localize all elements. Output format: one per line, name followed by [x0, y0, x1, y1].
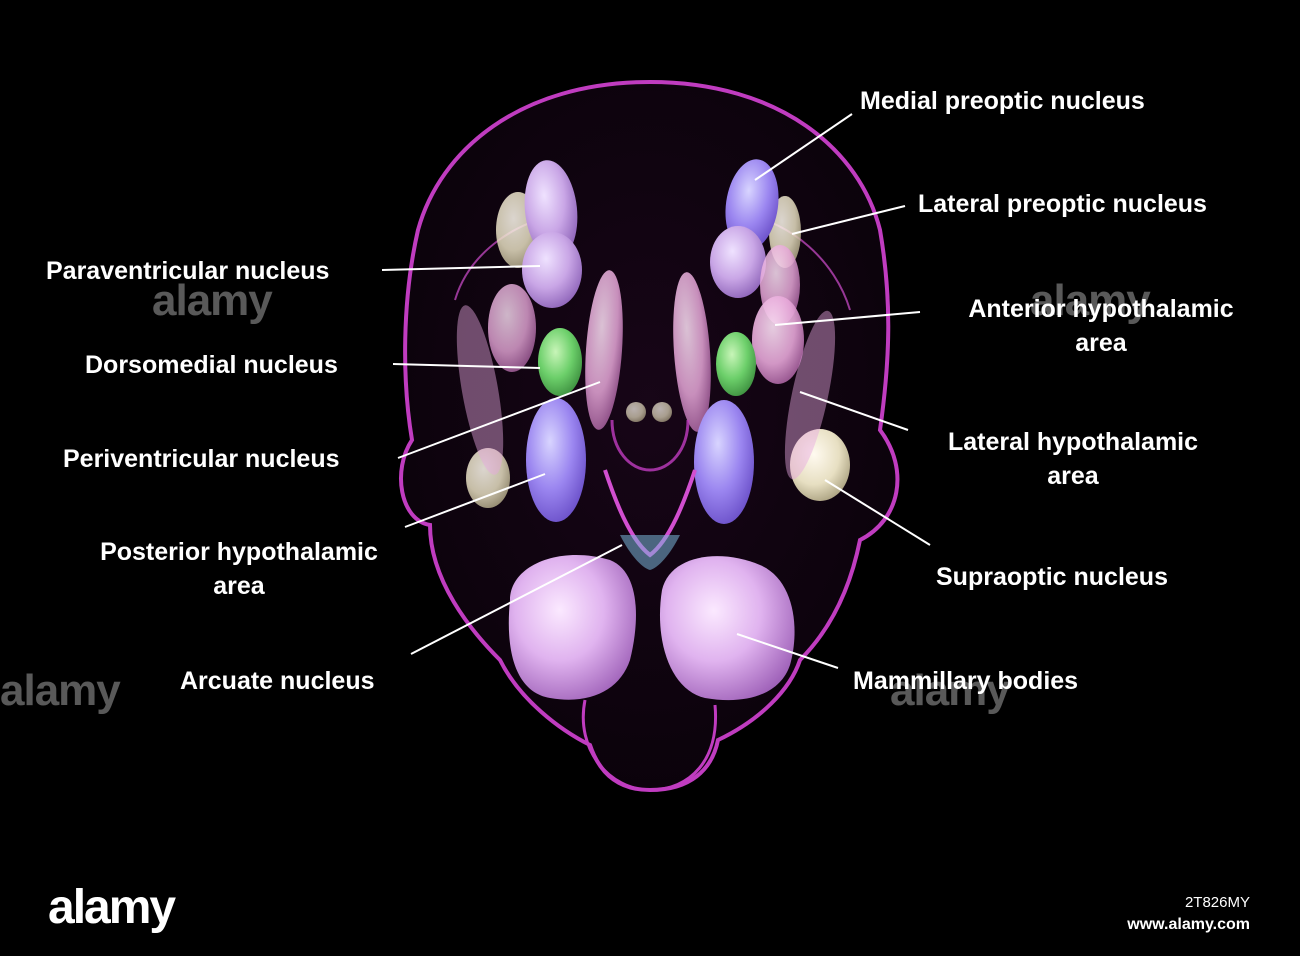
mammillary-body-left — [508, 554, 636, 700]
paraventricular-left — [522, 232, 582, 308]
mammillary-body-right — [659, 556, 795, 701]
label-lateral-hypothalamic: Lateral hypothalamic area — [920, 425, 1226, 493]
central-node-right — [652, 402, 672, 422]
label-periventricular: Periventricular nucleus — [63, 445, 340, 473]
posterior-hypothalamic-right — [694, 400, 754, 524]
central-u — [610, 419, 690, 472]
leader-paraventricular — [381, 265, 541, 271]
label-posterior-hypothalamic-line1: Posterior hypothalamic — [100, 538, 378, 566]
leader-supraoptic — [824, 479, 931, 546]
anterior-hypothalamic-right — [752, 296, 804, 384]
label-dorsomedial: Dorsomedial nucleus — [85, 351, 338, 379]
label-medial-preoptic: Medial preoptic nucleus — [860, 87, 1145, 115]
medial-preoptic-left — [524, 160, 578, 260]
label-anterior-hypothalamic-line1: Anterior hypothalamic — [968, 295, 1234, 323]
posterior-hypothalamic-left — [526, 398, 586, 522]
supraoptic-nucleus-right — [790, 429, 850, 501]
lower-loop — [581, 699, 718, 792]
lateral-hypothalamic-left — [456, 305, 504, 475]
label-lateral-hypothalamic-line1: Lateral hypothalamic — [947, 428, 1199, 456]
label-anterior-hypothalamic: Anterior hypothalamic area — [948, 292, 1254, 360]
label-paraventricular: Paraventricular nucleus — [46, 257, 330, 285]
leader-medial-preoptic — [754, 113, 853, 181]
periventricular-right — [673, 272, 711, 432]
watermark-stamp-bottom-right: alamy — [890, 666, 1011, 715]
watermark-stamp-bottom-left: alamy — [0, 666, 121, 715]
central-node-left — [626, 402, 646, 422]
alamy-url: www.alamy.com — [1127, 916, 1250, 933]
leader-anterior-hypothalamic — [774, 311, 921, 326]
leader-lateral-preoptic — [791, 205, 906, 235]
image-id: 2T826MY — [1184, 894, 1250, 911]
dorsomedial-right — [716, 332, 756, 396]
leader-posterior-hypothalamic — [404, 473, 546, 528]
watermark-stamp-right: alamy — [1030, 276, 1151, 325]
watermark-stamp-left: alamy — [152, 276, 273, 325]
label-arcuate: Arcuate nucleus — [180, 667, 375, 695]
label-posterior-hypothalamic: Posterior hypothalamic area — [78, 535, 400, 603]
leader-lateral-hypothalamic — [799, 391, 909, 431]
leader-lines — [381, 113, 931, 669]
arcuate-core — [620, 535, 680, 570]
leader-periventricular — [397, 381, 601, 459]
label-anterior-hypothalamic-line2: area — [1075, 329, 1127, 357]
pink-nucleus-left — [488, 284, 536, 372]
leader-dorsomedial — [392, 363, 541, 369]
cream-nucleus-left-bottom — [466, 448, 510, 508]
leader-arcuate — [410, 544, 623, 655]
periventricular-left — [585, 270, 623, 430]
image-id-block: 2T826MY www.alamy.com — [1127, 892, 1250, 936]
label-mammillary: Mammillary bodies — [853, 667, 1079, 695]
leader-mammillary — [736, 633, 839, 669]
label-supraoptic: Supraoptic nucleus — [936, 563, 1168, 591]
label-lateral-preoptic: Lateral preoptic nucleus — [918, 190, 1207, 218]
dorsomedial-left — [538, 328, 582, 396]
label-posterior-hypothalamic-line2: area — [213, 572, 265, 600]
paraventricular-right — [710, 226, 766, 298]
label-lateral-hypothalamic-line2: area — [1047, 462, 1099, 490]
alamy-logo: alamy — [48, 881, 176, 934]
